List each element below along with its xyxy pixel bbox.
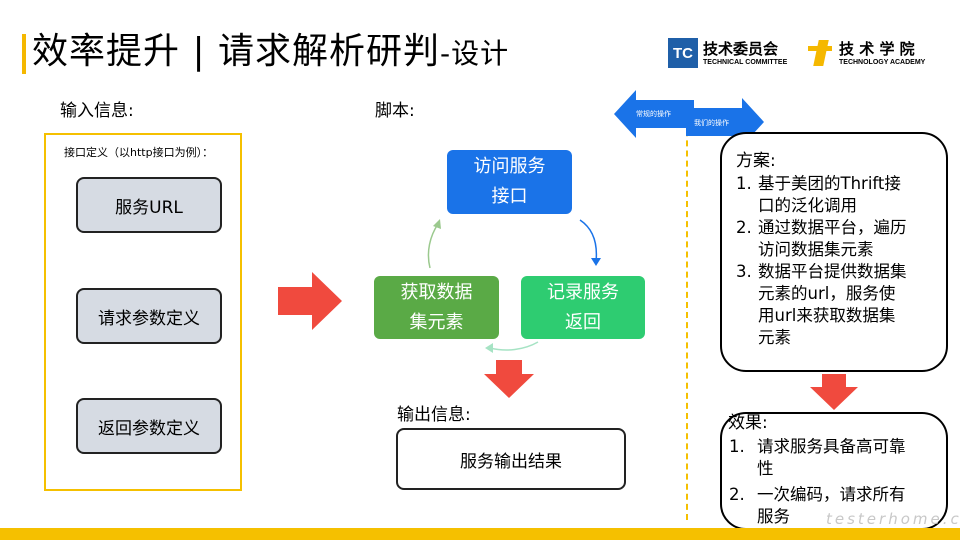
logo-technology-academy: T 技 术 学 院 TECHNOLOGY ACADEMY — [806, 38, 925, 68]
plan-item-line: 元素 — [758, 328, 791, 347]
cycle-arrow-up-icon — [427, 219, 441, 269]
conventional-arrow-label: 常规的操作 — [636, 110, 671, 118]
tc-logo-icon: TC — [668, 38, 698, 68]
script-to-output-arrow-icon — [484, 360, 534, 398]
plan-box — [720, 132, 948, 372]
cycle-step-access-service: 访问服务接口 — [447, 150, 572, 214]
logo-en-name: TECHNOLOGY ACADEMY — [839, 58, 926, 66]
logo-name: 技 术 学 院 — [839, 39, 915, 58]
input-frame — [44, 133, 242, 491]
title-accent-bar — [22, 34, 26, 74]
plan-list: 1. 基于美团的Thrift接 口的泛化调用 2. 通过数据平台，遍历 访问数据… — [736, 173, 941, 349]
page-title-sub: -设计 — [440, 37, 510, 70]
output-result-box: 服务输出结果 — [396, 428, 626, 490]
page-title-main: 效率提升 | 请求解析研判 — [32, 31, 441, 72]
plan-title: 方案: — [736, 151, 776, 171]
input-section-label: 输入信息: — [60, 101, 134, 121]
plan-item-number: 2. — [736, 218, 752, 237]
academy-logo-mark: T — [806, 38, 807, 39]
service-url-box: 服务URL — [76, 177, 222, 233]
effect-item-line: 请求服务具备高可靠 — [757, 437, 906, 456]
cycle-arrow-left-icon — [485, 341, 539, 353]
logo-name: 技术委员会 — [703, 39, 779, 58]
plan-item: 3. 数据平台提供数据集 元素的url，服务使 用url来获取数据集 元素 — [736, 261, 941, 349]
interface-definition-note: 接口定义（以http接口为例）： — [64, 146, 214, 159]
academy-logo-icon: T — [806, 38, 834, 68]
cycle-step-line1: 访问服务 — [473, 156, 546, 177]
plan-to-effect-arrow-icon — [810, 374, 858, 410]
bottom-accent-bar — [0, 528, 960, 540]
plan-item-line: 基于美团的Thrift接 — [758, 174, 901, 193]
effect-item-line: 性 — [757, 459, 774, 478]
cycle-step-line1: 获取数据 — [400, 281, 473, 303]
cycle-step-line2: 集元素 — [409, 311, 464, 333]
cycle-step-get-dataset-elements: 获取数据集元素 — [374, 276, 499, 339]
request-params-box: 请求参数定义 — [76, 288, 222, 344]
effect-item-line: 服务 — [757, 507, 790, 526]
effect-item-number: 2. — [729, 485, 745, 504]
output-section-label: 输出信息: — [397, 405, 471, 425]
plan-item-line: 通过数据平台，遍历 — [758, 218, 907, 237]
plan-item-line: 口的泛化调用 — [758, 196, 857, 215]
cycle-step-line2: 接口 — [491, 186, 528, 207]
our-approach-arrow-label: 我们的操作 — [694, 119, 729, 127]
plan-item-line: 访问数据集元素 — [758, 240, 874, 259]
cycle-step-record-response: 记录服务返回 — [521, 276, 645, 339]
input-to-script-arrow-icon — [278, 272, 342, 330]
conventional-arrow-icon — [614, 90, 694, 138]
plan-item-line: 数据平台提供数据集 — [758, 262, 907, 281]
plan-item-number: 3. — [736, 262, 752, 281]
cycle-arrow-down-right-icon — [579, 219, 601, 266]
effect-item-number: 1. — [729, 437, 745, 456]
effect-list: 1. 请求服务具备高可靠 性 2. 一次编码，请求所有 服务 — [722, 436, 942, 528]
response-params-box: 返回参数定义 — [76, 398, 222, 454]
divider-line — [686, 100, 688, 520]
cycle-step-line2: 返回 — [565, 311, 601, 333]
script-section-label: 脚本: — [375, 101, 415, 121]
watermark: testerhome.com — [826, 510, 960, 528]
effect-title: 效果: — [728, 413, 768, 433]
page-title: 效率提升 | 请求解析研判-设计 — [32, 28, 509, 78]
effect-item: 2. 一次编码，请求所有 服务 — [722, 484, 942, 528]
logo-en-name: TECHNICAL COMMITTEE — [703, 58, 788, 66]
effect-item-line: 一次编码，请求所有 — [757, 485, 906, 504]
cycle-step-line1: 记录服务 — [547, 281, 619, 303]
effect-item: 1. 请求服务具备高可靠 性 — [722, 436, 942, 480]
plan-item: 2. 通过数据平台，遍历 访问数据集元素 — [736, 217, 941, 261]
plan-item-line: 元素的url，服务使 — [758, 284, 896, 303]
plan-item-line: 用url来获取数据集 — [758, 306, 896, 325]
plan-item-number: 1. — [736, 174, 752, 193]
logo-technical-committee: TC 技术委员会 TECHNICAL COMMITTEE — [668, 38, 787, 68]
plan-item: 1. 基于美团的Thrift接 口的泛化调用 — [736, 173, 941, 217]
